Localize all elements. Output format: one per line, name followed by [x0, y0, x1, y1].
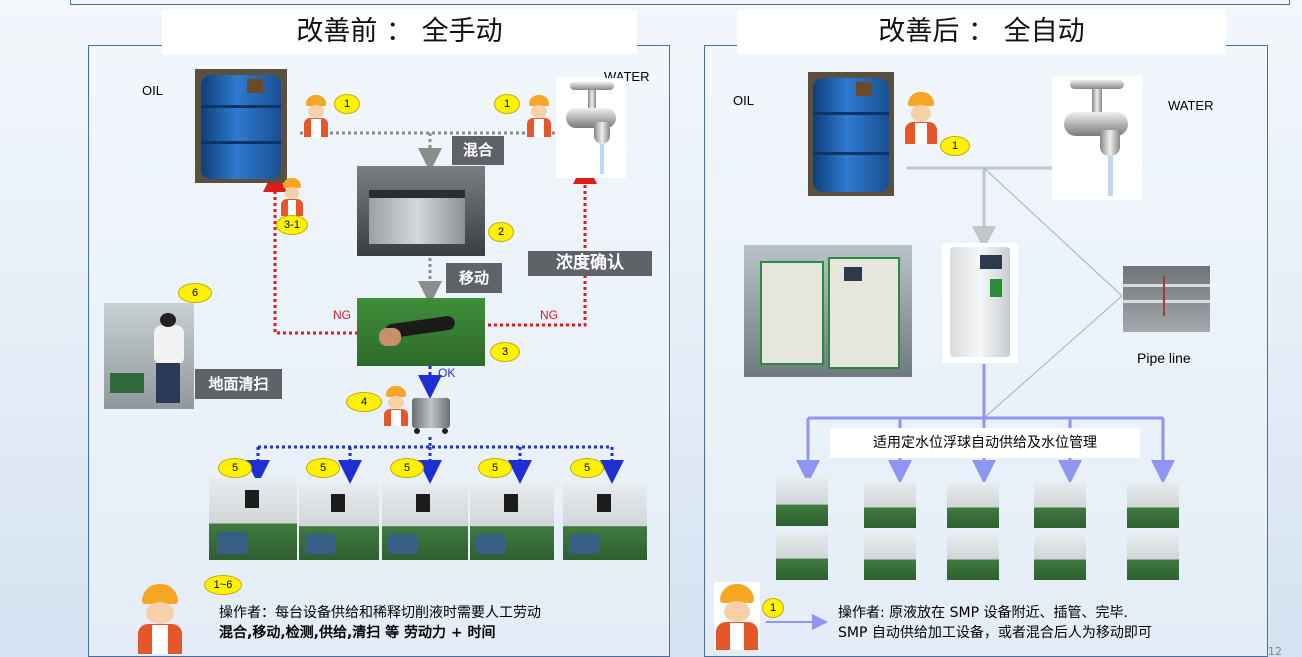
floor-cleaning-image: [104, 303, 194, 409]
right-oil-label: OIL: [733, 93, 754, 108]
step-badge: 5: [390, 458, 424, 478]
worker-icon: [525, 95, 553, 137]
left-water-faucet-image: [556, 78, 626, 178]
worker-icon: [280, 178, 304, 216]
right-water-faucet-image: [1052, 76, 1142, 200]
right-note-line2: SMP 自动供给加工设备，或者混合后人为移动即可: [838, 625, 1152, 641]
left-oil-drum-image: [195, 69, 287, 183]
machine-image: [864, 534, 916, 580]
cart-image: [410, 392, 452, 436]
mixing-tank-image: [357, 166, 485, 256]
pipe-line-label: Pipe line: [1137, 350, 1191, 366]
float-supply-label: 适用定水位浮球自动供给及水位管理: [830, 428, 1140, 458]
step-badge: 1: [762, 598, 784, 618]
smp-units-image: [744, 245, 912, 377]
worker-icon: [903, 92, 939, 144]
machine-image: [1127, 482, 1179, 528]
worker-icon: [714, 582, 760, 650]
step-badge: 1~6: [204, 575, 242, 595]
machine-image: [1034, 482, 1086, 528]
step-badge: 1: [334, 94, 360, 114]
smp-unit-image: [942, 243, 1018, 363]
pipe-line-image: [1123, 266, 1210, 332]
machine-image: [947, 482, 999, 528]
concentration-tag: 浓度确认: [528, 251, 652, 276]
step-badge: 2: [488, 222, 514, 242]
step-badge: 4: [346, 392, 382, 412]
left-note-line2: 混合,移动,检测,供给,清扫 等 劳动力 + 时间: [219, 625, 496, 641]
step-badge: 3-1: [276, 215, 308, 235]
left-oil-label: OIL: [142, 83, 163, 98]
worker-icon: [383, 386, 409, 426]
step-badge: 1: [494, 94, 520, 114]
step-badge: 5: [306, 458, 340, 478]
left-note-line1: 操作者：每台设备供给和稀释切削液时需要人工劳动: [219, 605, 541, 621]
machine-image: [947, 534, 999, 580]
machine-image: [470, 484, 554, 560]
left-note: 操作者：每台设备供给和稀释切削液时需要人工劳动 混合,移动,检测,供给,清扫 等…: [219, 603, 659, 643]
top-frame: [70, 0, 1290, 5]
right-oil-drum-image: [808, 72, 894, 196]
ok-label: OK: [438, 366, 456, 380]
machine-image: [864, 482, 916, 528]
worker-icon: [136, 584, 184, 654]
machine-image: [299, 484, 379, 560]
machine-image: [563, 484, 647, 560]
step-badge: 6: [178, 283, 212, 303]
machine-image: [1127, 534, 1179, 580]
move-tag: 移动: [446, 263, 502, 293]
right-water-label: WATER: [1168, 98, 1214, 113]
step-badge: 3: [490, 342, 520, 362]
machine-image: [776, 532, 828, 580]
page-number: 12: [1268, 646, 1282, 657]
machine-image: [382, 484, 468, 560]
worker-icon: [302, 95, 330, 137]
concentration-check-image: [357, 298, 485, 366]
floor-cleaning-tag: 地面清扫: [195, 369, 282, 399]
right-title: 改善后 ： 全自动: [737, 10, 1226, 54]
right-note-line1: 操作者: 原液放在 SMP 设备附近、插管、完毕.: [838, 605, 1128, 621]
step-badge: 5: [570, 458, 604, 478]
ng-right-label: NG: [540, 308, 558, 322]
left-title: 改善前 ： 全手动: [162, 10, 637, 54]
right-note: 操作者: 原液放在 SMP 设备附近、插管、完毕. SMP 自动供给加工设备，或…: [838, 603, 1258, 643]
machine-image: [209, 478, 297, 560]
step-badge: 5: [478, 458, 512, 478]
ng-left-label: NG: [333, 308, 351, 322]
machine-image: [776, 478, 828, 526]
step-badge: 1: [940, 136, 970, 156]
machine-image: [1034, 534, 1086, 580]
step-badge: 5: [218, 458, 252, 478]
mix-tag: 混合: [452, 136, 504, 165]
